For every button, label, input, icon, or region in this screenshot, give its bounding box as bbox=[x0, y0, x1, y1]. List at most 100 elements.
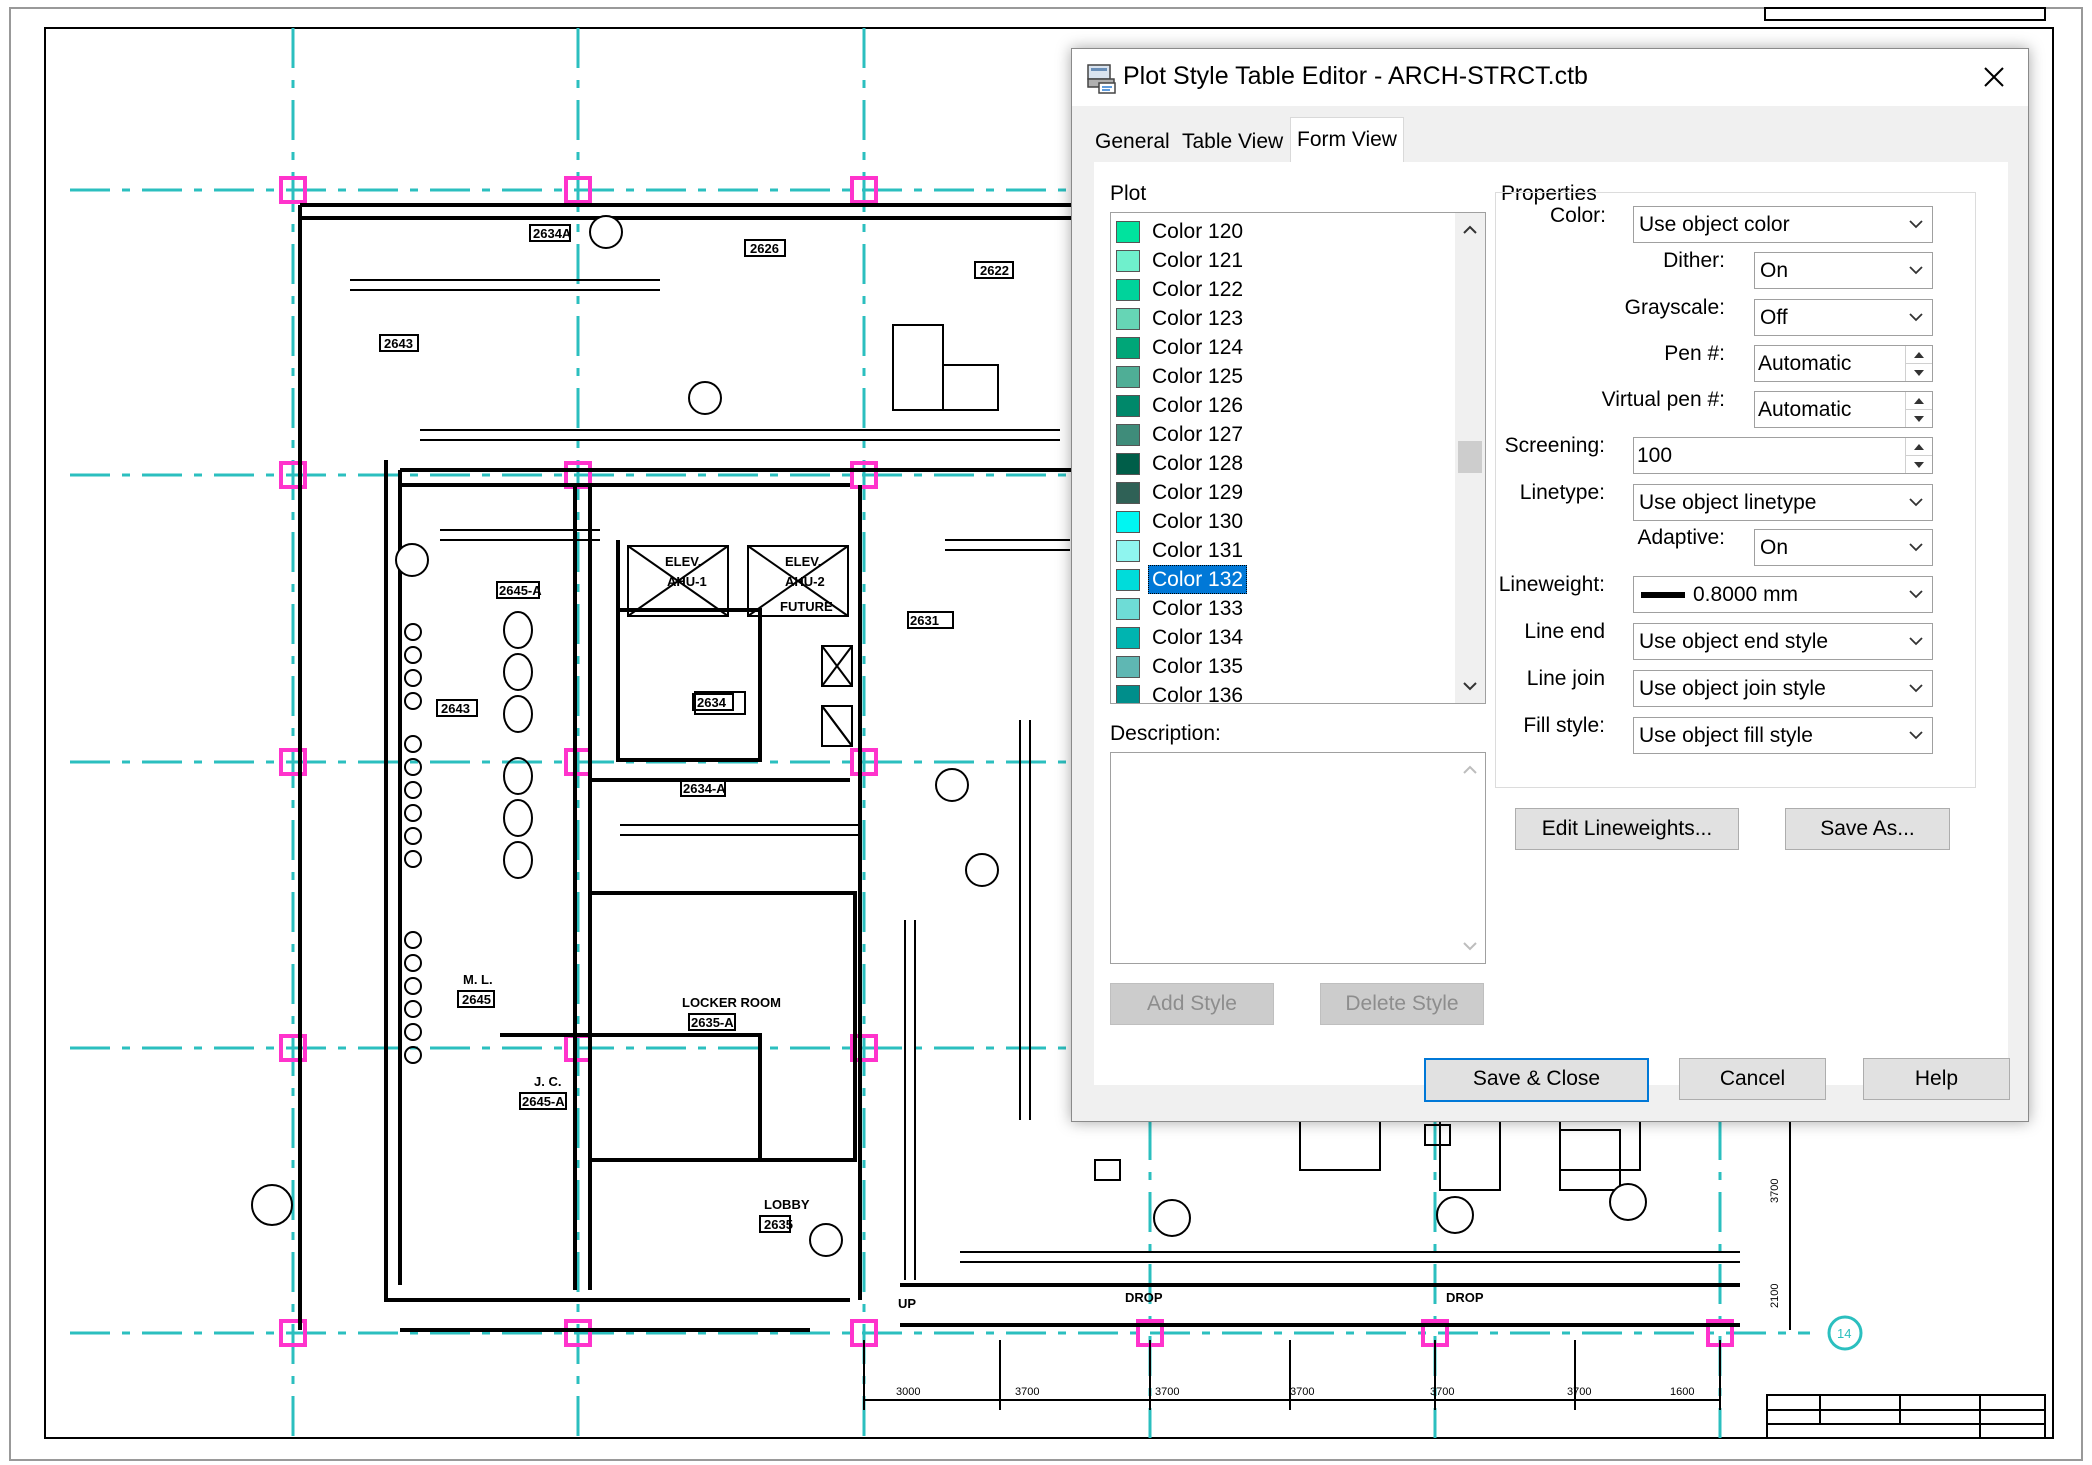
plot-style-item[interactable]: Color 122 bbox=[1116, 275, 1446, 304]
scroll-thumb[interactable] bbox=[1458, 441, 1482, 473]
virtual-pen-label: Virtual pen #: bbox=[1601, 388, 1725, 411]
screening-spin-buttons bbox=[1905, 438, 1932, 473]
plot-style-item[interactable]: Color 120 bbox=[1116, 217, 1446, 246]
spin-down-button[interactable] bbox=[1906, 456, 1932, 473]
plot-style-item[interactable]: Color 128 bbox=[1116, 449, 1446, 478]
color-dropdown[interactable]: Use object color bbox=[1633, 206, 1933, 243]
room-label: AHU-2 bbox=[785, 574, 825, 589]
save-and-close-button[interactable]: Save & Close bbox=[1424, 1058, 1649, 1102]
fill-style-dropdown[interactable]: Use object fill style bbox=[1633, 717, 1933, 754]
dither-dropdown[interactable]: On bbox=[1754, 252, 1933, 289]
fill-style-value: Use object fill style bbox=[1639, 724, 1813, 747]
scroll-down-button[interactable] bbox=[1455, 671, 1485, 701]
room-label: AHU-1 bbox=[667, 574, 707, 589]
spin-down-button[interactable] bbox=[1906, 410, 1932, 427]
plot-style-item[interactable]: Color 123 bbox=[1116, 304, 1446, 333]
plot-style-item[interactable]: Color 130 bbox=[1116, 507, 1446, 536]
room-label: M. L. bbox=[463, 972, 493, 987]
chevron-down-icon bbox=[1906, 671, 1926, 706]
plot-style-item[interactable]: Color 129 bbox=[1116, 478, 1446, 507]
close-button[interactable] bbox=[1974, 57, 2014, 97]
plot-style-item[interactable]: Color 135 bbox=[1116, 652, 1446, 681]
add-style-button[interactable]: Add Style bbox=[1110, 983, 1274, 1025]
help-button[interactable]: Help bbox=[1863, 1058, 2010, 1100]
edit-lineweights-button[interactable]: Edit Lineweights... bbox=[1515, 808, 1739, 850]
plot-style-item[interactable]: Color 132 bbox=[1116, 565, 1446, 594]
spin-up-button[interactable] bbox=[1906, 346, 1932, 364]
grid-intersection-markers bbox=[279, 176, 1734, 1347]
plot-style-item[interactable]: Color 121 bbox=[1116, 246, 1446, 275]
lineweight-preview bbox=[1641, 592, 1685, 598]
color-swatch bbox=[1116, 395, 1140, 417]
plot-style-item[interactable]: Color 133 bbox=[1116, 594, 1446, 623]
pen-spin-buttons bbox=[1905, 346, 1932, 381]
linetype-label: Linetype: bbox=[1519, 481, 1605, 504]
description-textarea[interactable] bbox=[1110, 752, 1486, 964]
triangle-down-icon bbox=[1914, 369, 1924, 376]
dialog-title: Plot Style Table Editor - ARCH-STRCT.ctb bbox=[1123, 62, 1588, 90]
spin-down-button[interactable] bbox=[1906, 364, 1932, 381]
pen-number-spinner[interactable]: Automatic bbox=[1754, 345, 1933, 382]
adaptive-value: On bbox=[1760, 536, 1789, 559]
chevron-down-icon bbox=[1906, 207, 1926, 242]
chevron-down-icon bbox=[1463, 942, 1477, 951]
dither-label: Dither: bbox=[1663, 249, 1725, 272]
color-swatch bbox=[1116, 366, 1140, 388]
chevron-down-icon bbox=[1906, 624, 1926, 659]
pen-number-value: Automatic bbox=[1758, 352, 1852, 375]
screening-spinner[interactable]: 100 bbox=[1633, 437, 1933, 474]
plot-style-label: Color 135 bbox=[1152, 655, 1244, 678]
plot-style-item[interactable]: Color 136 bbox=[1116, 681, 1446, 703]
plot-style-item[interactable]: Color 125 bbox=[1116, 362, 1446, 391]
grayscale-dropdown[interactable]: Off bbox=[1754, 299, 1933, 336]
dither-value: On bbox=[1760, 259, 1789, 282]
dimension-label: 3700 bbox=[1015, 1386, 1039, 1398]
plot-style-label: Color 132 bbox=[1148, 565, 1248, 594]
virtual-pen-value: Automatic bbox=[1758, 398, 1852, 421]
dimension-label: 3700 bbox=[1567, 1386, 1591, 1398]
description-label: Description: bbox=[1110, 722, 1221, 745]
plot-style-item[interactable]: Color 126 bbox=[1116, 391, 1446, 420]
plot-style-item[interactable]: Color 124 bbox=[1116, 333, 1446, 362]
pen-number-label: Pen #: bbox=[1664, 342, 1725, 365]
plot-style-label: Color 131 bbox=[1152, 539, 1244, 562]
line-join-dropdown[interactable]: Use object join style bbox=[1633, 670, 1933, 707]
plot-style-item[interactable]: Color 134 bbox=[1116, 623, 1446, 652]
tab-table-view[interactable]: Table View bbox=[1182, 130, 1284, 153]
line-end-dropdown[interactable]: Use object end style bbox=[1633, 623, 1933, 660]
lineweight-dropdown[interactable]: 0.8000 mm bbox=[1633, 576, 1933, 613]
plot-style-label: Color 123 bbox=[1152, 307, 1244, 330]
linetype-dropdown[interactable]: Use object linetype bbox=[1633, 484, 1933, 521]
tab-general[interactable]: General bbox=[1095, 130, 1170, 153]
plot-list-scrollbar[interactable] bbox=[1455, 213, 1485, 703]
dialog-titlebar[interactable]: Plot Style Table Editor - ARCH-STRCT.ctb bbox=[1072, 49, 2028, 106]
virtual-pen-spinner[interactable]: Automatic bbox=[1754, 391, 1933, 428]
adaptive-dropdown[interactable]: On bbox=[1754, 529, 1933, 566]
save-as-button[interactable]: Save As... bbox=[1785, 808, 1950, 850]
color-swatch bbox=[1116, 453, 1140, 475]
linetype-value: Use object linetype bbox=[1639, 491, 1817, 514]
scroll-up-button[interactable] bbox=[1455, 215, 1485, 245]
screening-label: Screening: bbox=[1504, 434, 1605, 457]
plot-style-label: Color 124 bbox=[1152, 336, 1244, 359]
lineweight-label: Lineweight: bbox=[1498, 573, 1605, 596]
dimension-label: 3700 bbox=[1290, 1386, 1314, 1398]
title-block bbox=[1764, 7, 2046, 1439]
plot-style-item[interactable]: Color 127 bbox=[1116, 420, 1446, 449]
plot-style-item[interactable]: Color 131 bbox=[1116, 536, 1446, 565]
color-swatch bbox=[1116, 598, 1140, 620]
room-label: J. C. bbox=[534, 1074, 561, 1089]
tab-form-view[interactable]: Form View bbox=[1290, 117, 1404, 165]
color-swatch bbox=[1116, 627, 1140, 649]
delete-style-button[interactable]: Delete Style bbox=[1320, 983, 1484, 1025]
spin-up-button[interactable] bbox=[1906, 392, 1932, 410]
triangle-down-icon bbox=[1914, 461, 1924, 468]
room-label: 2645-A bbox=[499, 583, 542, 598]
chevron-down-icon bbox=[1906, 530, 1926, 565]
spin-up-button[interactable] bbox=[1906, 438, 1932, 456]
screening-value: 100 bbox=[1637, 444, 1673, 467]
cancel-button[interactable]: Cancel bbox=[1679, 1058, 1826, 1100]
room-label: 2631 bbox=[910, 613, 939, 628]
